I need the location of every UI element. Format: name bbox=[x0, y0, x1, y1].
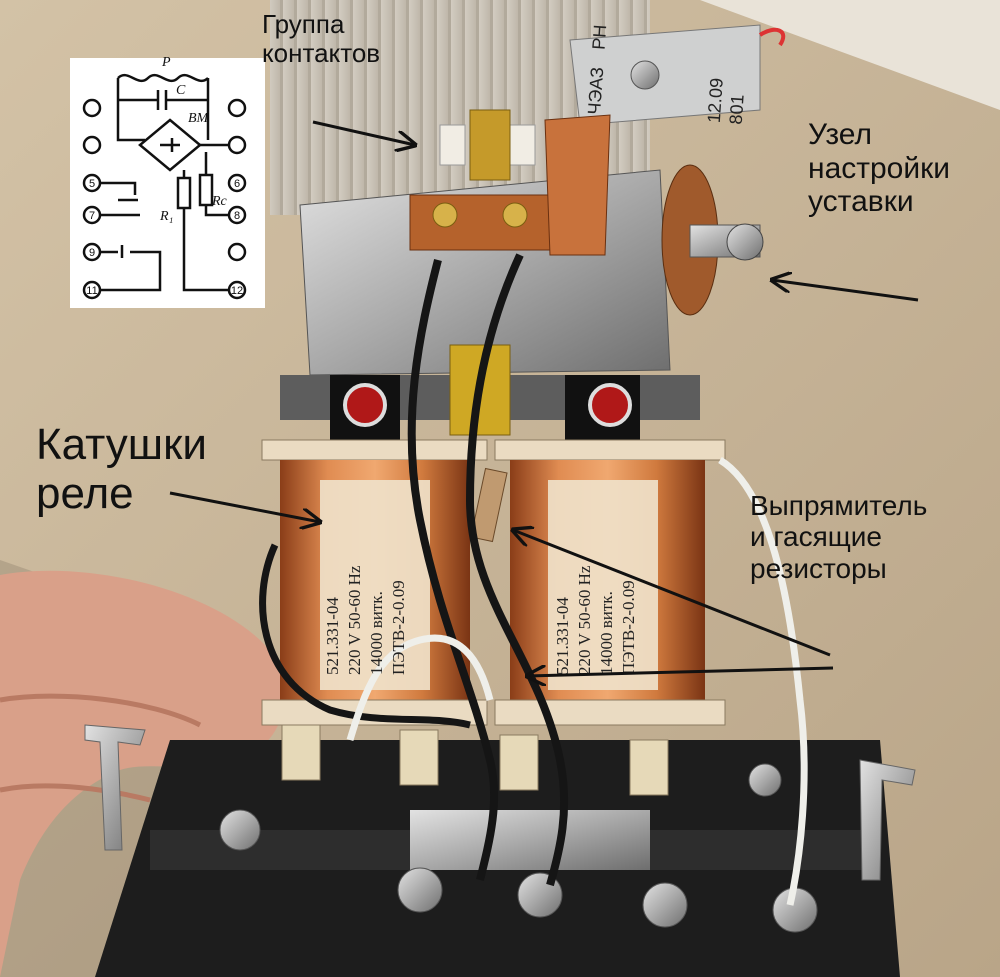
nameplate-brand: ЧЭАЗ bbox=[584, 66, 607, 115]
white-paper bbox=[700, 0, 1000, 110]
coil-text-line3-right: 14000 витк. bbox=[597, 591, 616, 675]
pin-7: 7 bbox=[89, 210, 95, 222]
right-red-screw bbox=[588, 383, 632, 427]
black-wire-1 bbox=[407, 259, 499, 881]
hand-fingers bbox=[0, 693, 202, 803]
hand bbox=[0, 570, 285, 977]
pin-9: 9 bbox=[89, 247, 95, 259]
coil-text-line4: ПЭТВ-2-0.09 bbox=[389, 580, 408, 675]
coil-text-line2-right: 220 V 50-60 Hz bbox=[575, 565, 594, 675]
contact-group bbox=[409, 109, 611, 256]
coil-text-line1: 521.331-04 bbox=[323, 597, 342, 675]
setpoint-nut bbox=[726, 223, 764, 261]
schematic-label-r1: R₁ bbox=[159, 209, 173, 224]
pin-5: 5 bbox=[89, 178, 95, 190]
arrow-rectifier-2 bbox=[527, 668, 834, 676]
nameplate-model: РН bbox=[589, 24, 611, 50]
resistor bbox=[470, 467, 508, 543]
coil-text-line4-right: ПЭТВ-2-0.09 bbox=[619, 580, 638, 675]
black-wire-2 bbox=[465, 253, 569, 887]
pin-11: 11 bbox=[86, 285, 97, 297]
label-contact-group: Группа контактов bbox=[262, 9, 381, 69]
schematic-label-rc: Rc bbox=[211, 194, 228, 209]
annotation-arrows bbox=[169, 120, 919, 676]
arrow-contacts bbox=[312, 120, 415, 145]
black-wire-3 bbox=[259, 543, 471, 729]
pin-6: 6 bbox=[234, 178, 240, 190]
left-clip bbox=[84, 724, 146, 851]
schematic-label-c: C bbox=[176, 83, 186, 98]
left-red-screw bbox=[343, 383, 387, 427]
label-rectifier-resistors: Выпрямитель и гасящие резисторы bbox=[750, 490, 928, 584]
arrow-setpoint bbox=[772, 280, 919, 302]
right-coil-label: 521.331-04 220 V 50-60 Hz 14000 витк. ПЭ… bbox=[553, 565, 638, 675]
coil-text-line1-right: 521.331-04 bbox=[553, 597, 572, 675]
label-relay-coils: Катушки реле bbox=[36, 420, 207, 519]
right-clip bbox=[859, 759, 916, 881]
left-coil-label: 521.331-04 220 V 50-60 Hz 14000 витк. ПЭ… bbox=[323, 565, 408, 675]
nameplate-date: 12.09 bbox=[704, 77, 727, 123]
arrow-coils bbox=[169, 491, 320, 522]
schematic-label-vm: BM bbox=[188, 111, 210, 126]
white-wire-2 bbox=[346, 634, 494, 742]
base-metal-plate bbox=[410, 810, 650, 870]
coil-text-line3: 14000 витк. bbox=[367, 591, 386, 675]
coil-text-line2: 220 V 50-60 Hz bbox=[345, 565, 364, 675]
schematic-inset: P C BM R₁ Rc 5 6 7 8 9 11 12 bbox=[70, 55, 265, 308]
nameplate-num: 801 bbox=[726, 94, 748, 125]
nameplate bbox=[569, 24, 786, 126]
coil-terminals bbox=[281, 724, 669, 796]
white-wire-1 bbox=[718, 457, 808, 906]
pin-8: 8 bbox=[234, 210, 240, 222]
schematic-label-p: P bbox=[161, 55, 171, 70]
arrow-rectifier-1 bbox=[513, 530, 831, 657]
nameplate-text: ЧЭАЗ РН 12.09 801 bbox=[584, 24, 748, 125]
label-setpoint-unit: Узел настройки уставки bbox=[808, 118, 951, 219]
right-coil bbox=[494, 439, 726, 726]
pin-12: 12 bbox=[231, 285, 243, 297]
